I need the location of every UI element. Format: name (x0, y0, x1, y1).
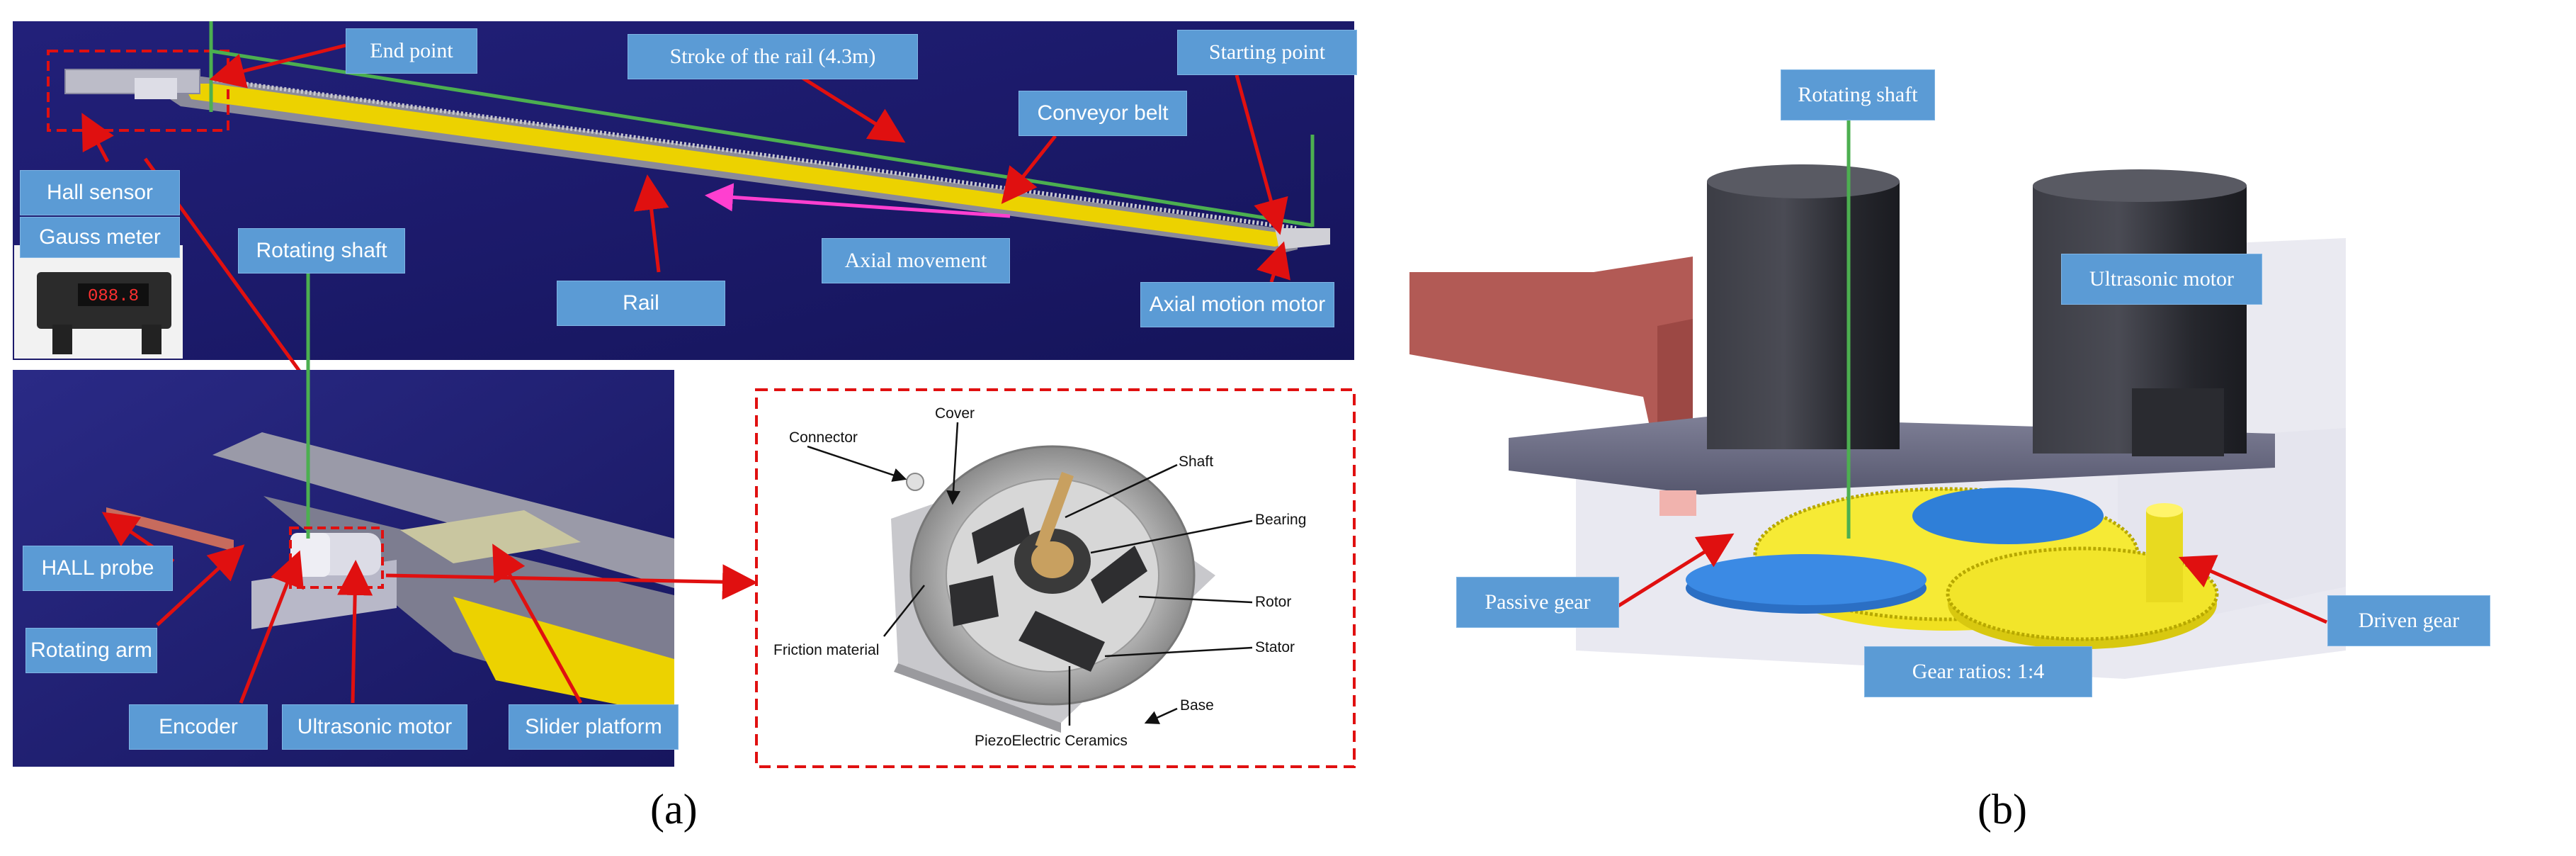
caption-a: (a) (650, 786, 698, 833)
inset-label-connector: Connector (789, 429, 858, 446)
motor-exploded-inset (755, 388, 1356, 768)
label-ultrasonic-motor-b: Ultrasonic motor (2061, 254, 2262, 305)
inset-label-rotor: Rotor (1255, 594, 1292, 610)
inset-label-base: Base (1180, 697, 1214, 714)
label-end-point: End point (346, 28, 477, 74)
label-passive-gear: Passive gear (1456, 577, 1619, 628)
inset-label-shaft: Shaft (1179, 454, 1214, 470)
inset-label-stator: Stator (1255, 639, 1295, 655)
label-rotating-arm: Rotating arm (25, 628, 157, 673)
label-gauss-meter: Gauss meter (20, 217, 180, 258)
slider-platform-shape (400, 510, 581, 563)
gauss-meter-photo: 088.8 (14, 245, 183, 359)
inset-label-cover: Cover (935, 405, 975, 422)
inset-leader-lines (807, 422, 1253, 726)
axial-movement-arrow (705, 183, 1011, 218)
hall-sensor-highlight-box (47, 50, 229, 132)
rotating-arm-b (1409, 257, 1693, 462)
panel-a-top-arrows (81, 43, 1290, 443)
label-stroke: Stroke of the rail (4.3m) (628, 34, 918, 79)
label-conveyor-belt: Conveyor belt (1019, 91, 1187, 136)
label-hall-probe: HALL probe (23, 546, 173, 591)
gauss-display-text: 088.8 (88, 287, 139, 306)
label-driven-gear: Driven gear (2327, 595, 2490, 646)
label-starting-point: Starting point (1177, 30, 1357, 75)
label-axial-movement: Axial movement (822, 238, 1010, 283)
label-slider-platform: Slider platform (509, 704, 679, 750)
label-ultrasonic-motor-a: Ultrasonic motor (282, 704, 467, 750)
label-encoder: Encoder (129, 704, 268, 750)
panel-a-bottom-arrows (101, 512, 758, 704)
label-rotating-shaft-a: Rotating shaft (238, 228, 405, 274)
panel-b-arrows (1617, 533, 2328, 624)
panel-b-render (1409, 164, 2346, 679)
label-rotating-shaft-b: Rotating shaft (1781, 69, 1935, 120)
label-rail: Rail (557, 281, 725, 326)
inset-label-bearing: Bearing (1255, 512, 1307, 528)
label-gear-ratios: Gear ratios: 1:4 (1864, 646, 2092, 697)
rail-yellow-strip (183, 84, 1288, 247)
inset-label-friction-material: Friction material (773, 642, 880, 658)
caption-b: (b) (1978, 786, 2027, 833)
blue-gear-upper (1912, 488, 2104, 544)
inset-label-piezo: PiezoElectric Ceramics (975, 733, 1128, 749)
ultrasonic-motor-cylinder-1 (1707, 181, 1900, 449)
label-axial-motion-motor: Axial motion motor (1140, 282, 1334, 327)
label-hall-sensor: Hall sensor (20, 170, 180, 215)
